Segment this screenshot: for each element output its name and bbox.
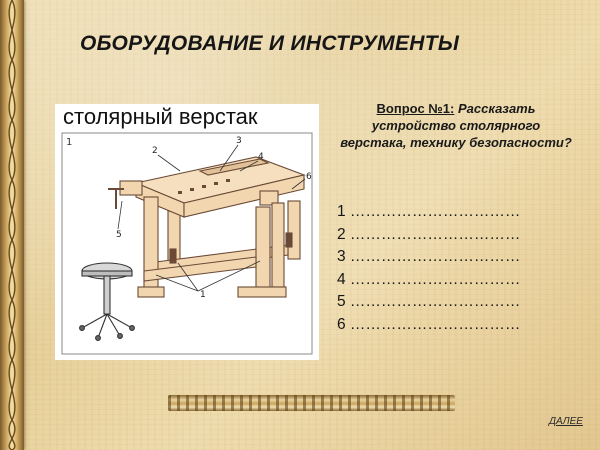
question-label: Вопрос №1: [376,101,455,116]
workbench [108,156,306,298]
callout-3: 3 [236,136,242,146]
callout-2: 2 [152,146,158,156]
next-link[interactable]: ДАЛЕЕ [549,416,583,427]
callout-6: 6 [306,172,312,182]
ornament-divider [168,395,455,411]
callout-leaders [117,144,306,292]
question-block: Вопрос №1: Рассказать устройство столярн… [340,100,572,151]
answer-line-2: 2 …………………………… [337,225,521,243]
workbench-figure: столярный верстак 1 [55,104,319,360]
callout-numbers: 2 3 4 5 6 1 [116,136,312,300]
answer-line-1: 1 …………………………… [337,203,521,220]
answer-line-6: 6 …………………………… [337,315,521,333]
decorative-border-strip [0,0,24,450]
callout-4: 4 [258,152,264,162]
workbench-illustration: 1 [61,132,313,355]
answer-line-4: 4 …………………………… [337,270,521,288]
stool [79,262,135,341]
answer-line-5: 5 …………………………… [337,293,521,310]
figure-caption: столярный верстак [63,104,258,129]
answer-list: 1 …………………………… 2 …………………………… 3 …………………………… [337,201,520,336]
question-text: Рассказать устройство столярного верстак… [340,101,572,150]
ornament-pattern [8,0,16,450]
callout-5: 5 [116,230,122,240]
slide-title: ОБОРУДОВАНИЕ И ИНСТРУМЕНТЫ [80,32,460,55]
callout-1: 1 [200,290,206,300]
answer-line-3: 3 …………………………… [337,248,521,265]
panel-number: 1 [66,137,72,148]
